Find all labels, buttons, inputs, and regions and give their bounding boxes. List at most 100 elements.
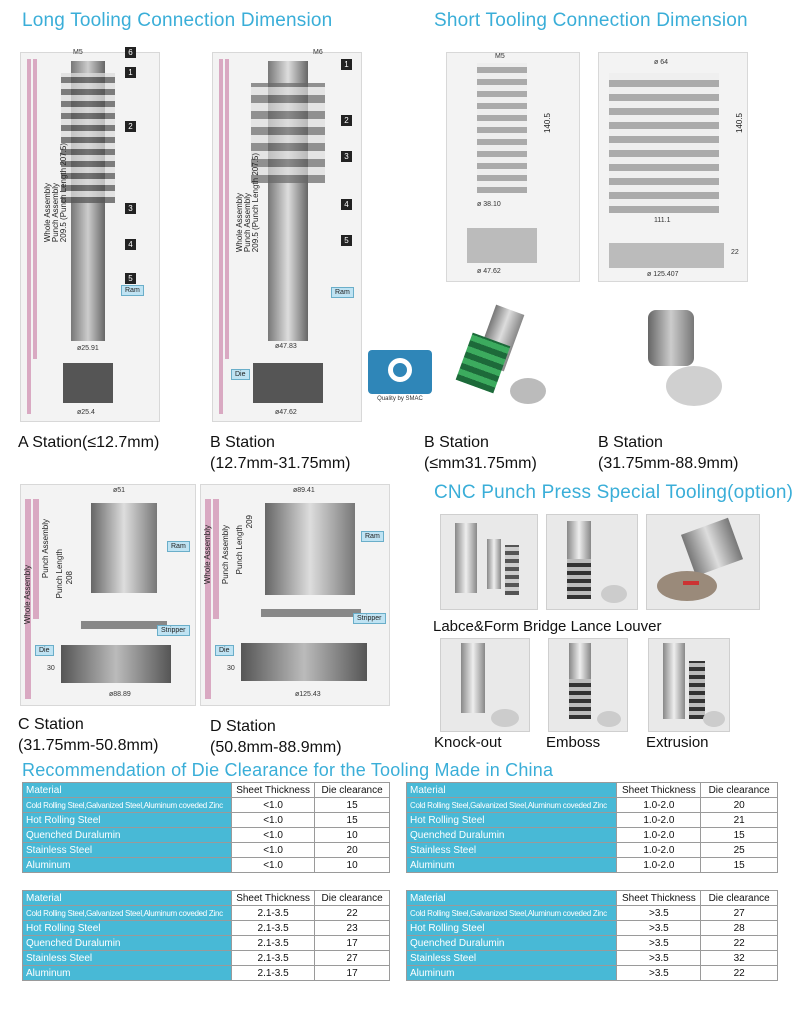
header-material: Material: [22, 782, 232, 798]
thickness-cell: 1.0-2.0: [616, 797, 702, 813]
thickness-cell: 2.1-3.5: [230, 905, 316, 921]
cnc-photo-lance: [440, 514, 538, 610]
clearance-cell: 20: [314, 842, 390, 858]
whole-assembly-label: Whole Assembly: [203, 525, 212, 585]
long-tooling-title: Long Tooling Connection Dimension: [22, 10, 333, 31]
thickness-cell: 1.0-2.0: [616, 812, 702, 828]
m5-label: M5: [73, 49, 83, 56]
punch-length-label: Punch Length: [55, 549, 64, 599]
b-station-tool-photo-1: [455, 298, 555, 408]
b-station-short2-caption: B Station (31.75mm-88.9mm): [598, 432, 738, 474]
a-station-line1: A Station(≤12.7mm): [18, 434, 160, 451]
smac-logo: Quality by SMAC: [368, 350, 432, 404]
s1-diameter: ø 38.10: [477, 201, 501, 208]
clearance-cell: 25: [700, 842, 778, 858]
a-diameter-2: ø25.4: [77, 409, 95, 416]
d-station-drawing: ø89.41 Ram Stripper Whole Assembly Punch…: [200, 484, 390, 706]
clearance-title: Recommendation of Die Clearance for the …: [22, 760, 554, 780]
b-station-long-drawing: 1 2 3 4 5 Ram M6 Whole Assembly Punch As…: [212, 49, 362, 422]
c-station-drawing: ø51 Ram Stripper Whole Assembly Punch As…: [20, 484, 196, 706]
s2-length-label: 140.5: [735, 113, 744, 134]
thickness-cell: >3.5: [616, 905, 702, 921]
b-diameter-1: ø47.83: [275, 343, 297, 350]
cnc-photo-extrusion: [648, 638, 730, 732]
clearance-cell: 21: [700, 812, 778, 828]
die-tag: Die: [35, 645, 54, 656]
c-station-caption: C Station (31.75mm-50.8mm): [18, 714, 158, 756]
cnc-photo-bridge: [546, 514, 638, 610]
clearance-cell: 15: [700, 827, 778, 843]
header-thickness: Sheet Thickness: [616, 782, 702, 798]
stripper-tag: Stripper: [353, 613, 386, 624]
thickness-cell: 1.0-2.0: [616, 857, 702, 873]
thickness-cell: 2.1-3.5: [230, 920, 316, 936]
a-station-drawing: 6 1 2 3 4 5 Ram M5 Whole Assembly Punch …: [20, 47, 160, 422]
c-line1: C Station: [18, 716, 84, 733]
b-short2-line1: B Station: [598, 434, 663, 451]
material-cell: Quenched Duralumin: [22, 935, 232, 951]
clearance-cell: 28: [700, 920, 778, 936]
thickness-cell: <1.0: [230, 842, 316, 858]
thickness-cell: <1.0: [230, 812, 316, 828]
clearance-cell: 32: [700, 950, 778, 966]
b-short1-line1: B Station: [424, 434, 489, 451]
clearance-cell: 22: [700, 965, 778, 981]
clearance-cell: 10: [314, 857, 390, 873]
c-die-height: 30: [47, 665, 55, 672]
a-station-caption: A Station(≤12.7mm): [18, 432, 159, 453]
material-cell: Cold Rolling Steel,Galvanized Steel,Alum…: [405, 797, 618, 813]
clearance-cell: 23: [314, 920, 390, 936]
s1-bottom-diameter: ø 47.62: [477, 268, 501, 275]
d-line1: D Station: [210, 718, 276, 735]
d-length-label: 209: [245, 515, 254, 529]
cnc-title: CNC Punch Press Special Tooling(option): [434, 482, 794, 503]
clearance-cell: 15: [700, 857, 778, 873]
m6-label: M6: [313, 49, 323, 56]
material-cell: Aluminum: [22, 965, 232, 981]
cnc-photo-emboss: [548, 638, 628, 732]
header-clearance: Die clearance: [700, 890, 778, 906]
s2-diameter: 111.1: [654, 217, 671, 224]
thickness-cell: >3.5: [616, 935, 702, 951]
header-thickness: Sheet Thickness: [616, 890, 702, 906]
ram-tag: Ram: [361, 531, 384, 542]
clearance-cell: 17: [314, 935, 390, 951]
thickness-cell: <1.0: [230, 797, 316, 813]
b-short2-line2: (31.75mm-88.9mm): [598, 455, 739, 472]
d-station-caption: D Station (50.8mm-88.9mm): [210, 716, 342, 758]
punch-length-label: Punch Length: [235, 525, 244, 575]
material-cell: Hot Rolling Steel: [405, 920, 618, 936]
s1-top-label: M5: [495, 53, 505, 60]
material-cell: Stainless Steel: [22, 842, 232, 858]
table-row: Cold Rolling Steel,Galvanized Steel,Alum…: [405, 797, 778, 813]
b-station-tool-photo-2: [628, 300, 738, 410]
s1-length-label: 140.5: [543, 113, 552, 134]
d-die-height: 30: [227, 665, 235, 672]
material-cell: Cold Rolling Steel,Galvanized Steel,Alum…: [405, 905, 618, 921]
cnc-extrusion-caption: Extrusion: [646, 734, 709, 751]
b-station-short-drawing-1: M5 140.5 ø 38.10 ø 47.62: [446, 52, 580, 282]
c-bottom-diameter: ø88.89: [109, 691, 131, 698]
d-line2: (50.8mm-88.9mm): [210, 739, 342, 756]
table-row: Cold Rolling Steel,Galvanized Steel,Alum…: [405, 905, 778, 921]
material-cell: Hot Rolling Steel: [22, 812, 232, 828]
b-station-short-drawing-2: ø 64 140.5 111.1 22 ø 125.407: [598, 52, 748, 282]
b-diameter-2: ø47.62: [275, 409, 297, 416]
clearance-cell: 15: [314, 812, 390, 828]
clearance-cell: 27: [700, 905, 778, 921]
